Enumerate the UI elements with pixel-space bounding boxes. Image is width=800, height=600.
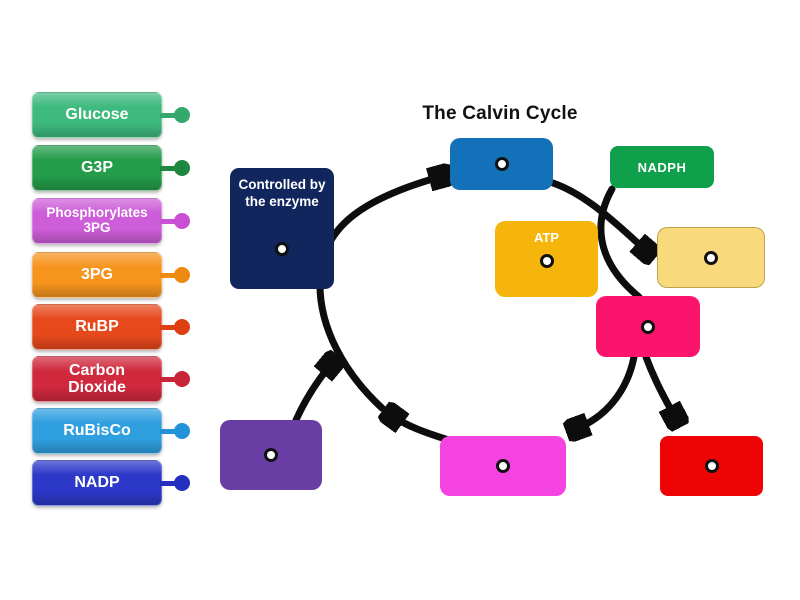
connector-stem <box>160 480 176 486</box>
drop-zone-light-yellow[interactable] <box>657 227 765 288</box>
draggable-label-rubp[interactable]: RuBP <box>32 304 190 350</box>
connector-knob <box>174 267 190 283</box>
label-text: G3P <box>80 159 113 177</box>
connector-stem <box>160 218 176 224</box>
connector-stem <box>160 428 176 434</box>
drop-zone-top-blue[interactable] <box>450 138 553 190</box>
draggable-label-rubisco[interactable]: RuBisCo <box>32 408 190 454</box>
connector-stem <box>160 324 176 330</box>
connector-knob <box>174 319 190 335</box>
arrow-magenta-to-cycle <box>391 415 456 445</box>
drop-zone-atp[interactable]: ATP <box>495 221 598 297</box>
arrow-pink-to-red <box>642 353 676 419</box>
connector-knob <box>174 107 190 123</box>
label-text: Glucose <box>65 106 129 124</box>
drop-zone-purple-bottom-left[interactable] <box>220 420 322 490</box>
draggable-label-nadp[interactable]: NADP <box>32 460 190 506</box>
label-text: NADP <box>74 474 120 492</box>
connector-knob <box>174 475 190 491</box>
atp-text: ATP <box>533 230 560 245</box>
draggable-label-glucose[interactable]: Glucose <box>32 92 190 138</box>
draggable-label-3pg[interactable]: 3PG <box>32 252 190 298</box>
label-text: 3PG <box>80 266 113 284</box>
connector-knob <box>174 160 190 176</box>
drop-target-dot[interactable] <box>704 459 719 473</box>
connector-stem <box>160 112 176 118</box>
label-text: RuBisCo <box>63 422 131 440</box>
drop-zone-magenta-bottom[interactable] <box>440 436 566 496</box>
drop-target-dot[interactable] <box>496 459 510 473</box>
label-text: Carbon Dioxide <box>68 361 126 396</box>
drop-zone-red-bottom-right[interactable] <box>660 436 763 496</box>
label-text: RuBP <box>75 318 119 336</box>
drop-target-dot[interactable] <box>264 448 278 462</box>
line-nadph-to-pink <box>597 185 643 301</box>
connector-knob <box>174 423 190 439</box>
drop-zone-enzyme-note[interactable]: Controlled by the enzyme <box>230 168 334 289</box>
arrow-pink-to-magenta <box>575 353 638 429</box>
diagram-title: The Calvin Cycle <box>422 103 578 124</box>
connector-knob <box>174 213 190 229</box>
arrow-cycle-left-to-blue <box>316 176 443 412</box>
drop-target-dot[interactable] <box>539 254 554 268</box>
drop-zone-pink-right[interactable] <box>596 296 700 357</box>
diagram-box-nadph: NADPH <box>610 146 714 188</box>
connector-stem <box>160 376 176 382</box>
draggable-label-phosphorylates-3pg[interactable]: Phosphorylates 3PG <box>32 198 190 244</box>
connector-knob <box>174 371 190 387</box>
connector-stem <box>160 272 176 278</box>
nadph-text: NADPH <box>637 159 687 175</box>
drop-target-dot[interactable] <box>274 242 289 256</box>
enzyme-note-text: Controlled by the enzyme <box>238 177 326 209</box>
drop-target-dot[interactable] <box>704 250 718 265</box>
drop-target-dot[interactable] <box>494 157 509 171</box>
connector-stem <box>160 165 176 171</box>
draggable-label-g3p[interactable]: G3P <box>32 145 190 191</box>
arrow-purple-to-cycle <box>292 363 332 424</box>
drop-target-dot[interactable] <box>641 319 655 334</box>
draggable-label-carbon-dioxide[interactable]: Carbon Dioxide <box>32 356 190 402</box>
label-text: Phosphorylates 3PG <box>46 205 148 235</box>
